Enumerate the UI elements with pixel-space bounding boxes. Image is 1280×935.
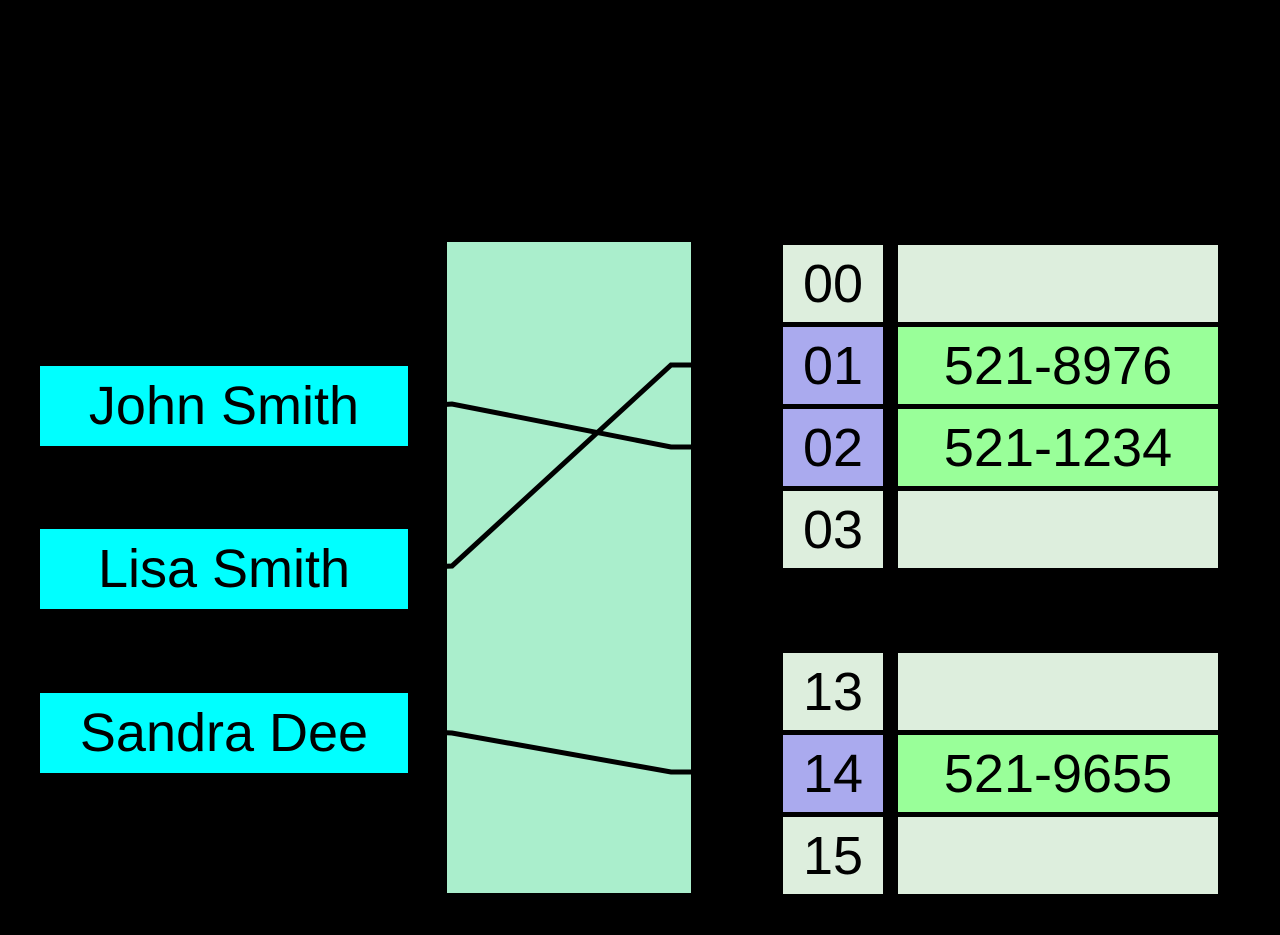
bucket-index-01: 01 [783, 327, 883, 404]
bucket-index-02: 02 [783, 409, 883, 486]
bucket-value-01: 521-8976 [898, 327, 1218, 404]
bucket-index-13: 13 [783, 653, 883, 730]
bucket-index-14: 14 [783, 735, 883, 812]
hash-function-box [447, 242, 691, 893]
key-box-lisa-smith: Lisa Smith [40, 529, 408, 609]
key-label-john-smith: John Smith [88, 376, 360, 436]
bucket-index-03: 03 [783, 491, 883, 568]
bucket-value-13 [898, 653, 1218, 730]
bucket-index-15: 15 [783, 817, 883, 894]
bucket-value-02: 521-1234 [898, 409, 1218, 486]
bucket-value-03 [898, 491, 1218, 568]
key-box-sandra-dee: Sandra Dee [40, 693, 408, 773]
bucket-value-00 [898, 245, 1218, 322]
bucket-index-00: 00 [783, 245, 883, 322]
bucket-value-14: 521-9655 [898, 735, 1218, 812]
bucket-value-15 [898, 817, 1218, 894]
key-box-john-smith: John Smith [40, 366, 408, 446]
key-label-sandra-dee: Sandra Dee [79, 703, 369, 763]
key-label-lisa-smith: Lisa Smith [97, 539, 351, 599]
